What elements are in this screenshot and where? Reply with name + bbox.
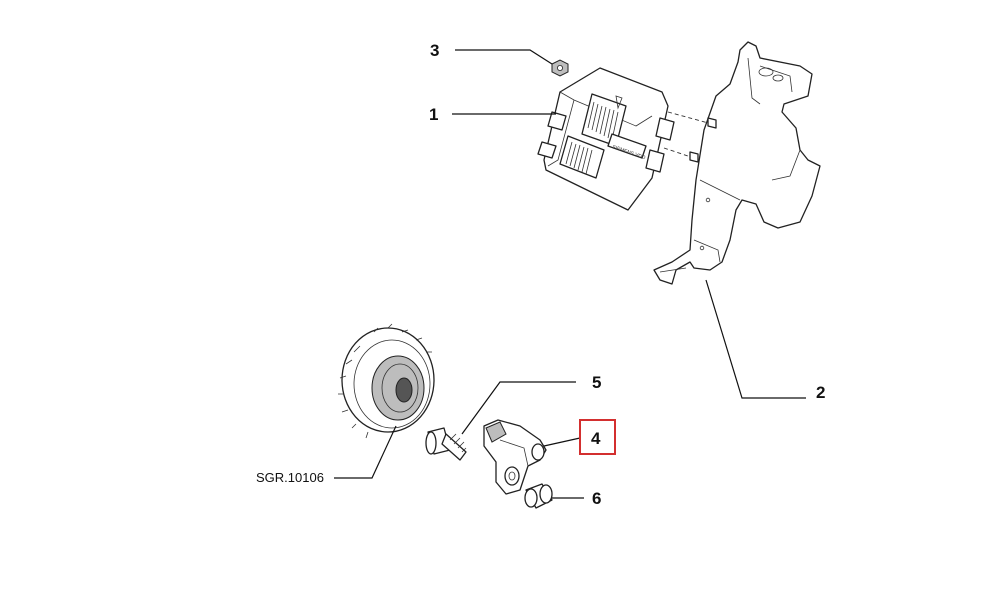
reference-label: SGR.10106	[256, 470, 324, 485]
leader-line-2	[705, 279, 806, 399]
tensioner-assembly	[483, 419, 547, 495]
ecu-alignment-line-upper	[667, 111, 713, 125]
bracket-studs	[689, 117, 717, 163]
callout-3: 3	[430, 41, 439, 60]
engine-control-unit: SIEMENS VDO	[537, 67, 675, 211]
callout-2: 2	[816, 383, 825, 402]
bolt	[425, 427, 467, 461]
timing-pulley	[338, 323, 435, 439]
hex-nut	[551, 59, 569, 77]
callout-5: 5	[592, 373, 601, 392]
ecu-alignment-line-lower	[663, 147, 695, 159]
bushing	[524, 483, 553, 509]
callout-4-highlight-box	[579, 419, 616, 455]
callout-1: 1	[429, 105, 438, 124]
callout-4: 4	[591, 429, 601, 448]
mounting-bracket	[653, 41, 821, 285]
callout-6: 6	[592, 489, 601, 508]
leader-line-reference	[334, 425, 397, 479]
leader-line-3	[455, 49, 553, 65]
leader-line-4	[543, 437, 581, 447]
leader-line-5	[461, 381, 576, 435]
